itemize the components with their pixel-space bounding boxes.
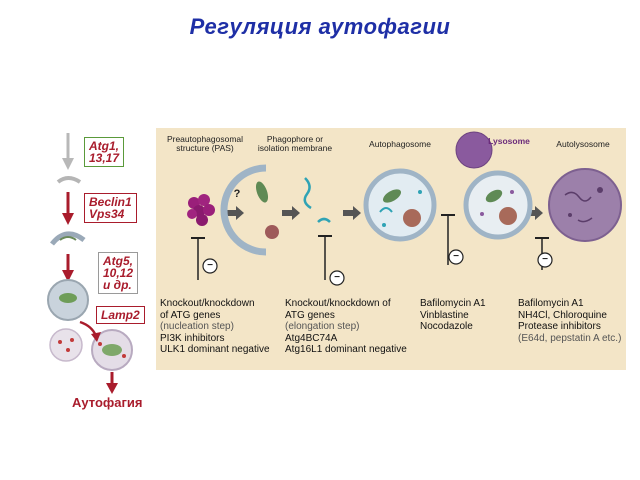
stage-autophagosome-line1: Autophagosome — [369, 139, 431, 149]
stage-label-autolysosome: Autolysosome — [548, 140, 618, 149]
beclin-line1: Beclin1 — [89, 195, 132, 209]
atg5-box: Atg5, 10,12 и др. — [98, 252, 139, 294]
stage-pas-line2: structure (PAS) — [176, 143, 234, 153]
atg5-line1: Atg5, — [103, 254, 133, 268]
inhibitor-1-line1: Knockout/knockdown — [160, 298, 255, 309]
inhibitor-3-line1: Bafilomycin A1 — [420, 298, 486, 309]
stage-lysosome-line1: Lysosome — [488, 136, 530, 146]
inhibitor-1-line2: of ATG genes — [160, 309, 221, 321]
beclin-line2: Vps34 — [89, 207, 125, 221]
lamp2-line1: Lamp2 — [101, 308, 140, 322]
inhibitor-3-line3: Nocodazole — [420, 321, 473, 332]
inhibitor-2-line2: ATG genes — [285, 309, 335, 321]
stage-label-lysosome: Lysosome — [484, 137, 534, 146]
inhibitor-4-line3: Protease inhibitors — [518, 321, 601, 332]
stages-panel — [156, 128, 626, 370]
lamp2-box: Lamp2 — [96, 306, 145, 324]
inhibitor-4-line4: (E64d, pepstatin A etc.) — [518, 332, 622, 344]
inhibitor-2-line5: Atg16L1 dominant negative — [285, 344, 407, 355]
pas-cluster — [187, 194, 215, 226]
inhibitor-2-line4: Atg4BC74A — [285, 332, 338, 344]
inhibitor-4-line1: Bafilomycin A1 — [518, 298, 584, 309]
inhibitor-1-line5: ULK1 dominant negative — [160, 344, 270, 355]
unknown-mark: ? — [233, 188, 241, 200]
inhibitor-symbol-3: − — [453, 251, 459, 262]
beclin-box: Beclin1 Vps34 — [84, 193, 137, 223]
inhibitor-list-2: Knockout/knockdown of ATG genes (elongat… — [285, 298, 407, 356]
inhibitor-1-line3: (nucleation step) — [160, 321, 234, 332]
inhibitor-3-line2: Vinblastine — [420, 309, 469, 321]
stage-phagophore-line1: Phagophore or — [266, 134, 324, 144]
inhibitor-1-line4: PI3K inhibitors — [160, 332, 225, 344]
stage-pas-line1: Preautophagosomal — [166, 134, 244, 144]
stage-phagophore-line2: isolation membrane — [257, 143, 333, 153]
atg1-line1: Atg1, — [89, 139, 119, 153]
stage-label-phagophore: Phagophore or isolation membrane — [250, 135, 340, 153]
atg5-line3: и др. — [103, 278, 132, 292]
inhibitor-symbol-1: − — [207, 260, 213, 271]
inhibitor-symbol-2: − — [334, 272, 340, 283]
inhibitor-4-line2: NH4Cl, Chloroquine — [518, 309, 607, 321]
autophagy-label: Аутофагия — [72, 395, 143, 410]
inhibitor-2-line1: Knockout/knockdown of — [285, 298, 391, 309]
inhibitor-2-line3: (elongation step) — [285, 321, 360, 332]
stage-label-autophagosome: Autophagosome — [362, 140, 438, 149]
inhibitor-symbol-4: − — [542, 254, 548, 265]
atg1-box: Atg1, 13,17 — [84, 137, 125, 167]
inhibitor-list-4: Bafilomycin A1 NH4Cl, Chloroquine Protea… — [518, 298, 621, 344]
stage-autolysosome-line1: Autolysosome — [556, 139, 610, 149]
atg1-line2: 13,17 — [89, 151, 120, 165]
inhibitor-list-3: Bafilomycin A1 Vinblastine Nocodazole — [420, 298, 486, 333]
inhibitor-list-1: Knockout/knockdown of ATG genes (nucleat… — [160, 298, 270, 356]
atg5-line2: 10,12 — [103, 266, 134, 280]
page-title: Регуляция аутофагии — [189, 14, 451, 39]
stage-label-pas: Preautophagosomal structure (PAS) — [165, 135, 245, 153]
